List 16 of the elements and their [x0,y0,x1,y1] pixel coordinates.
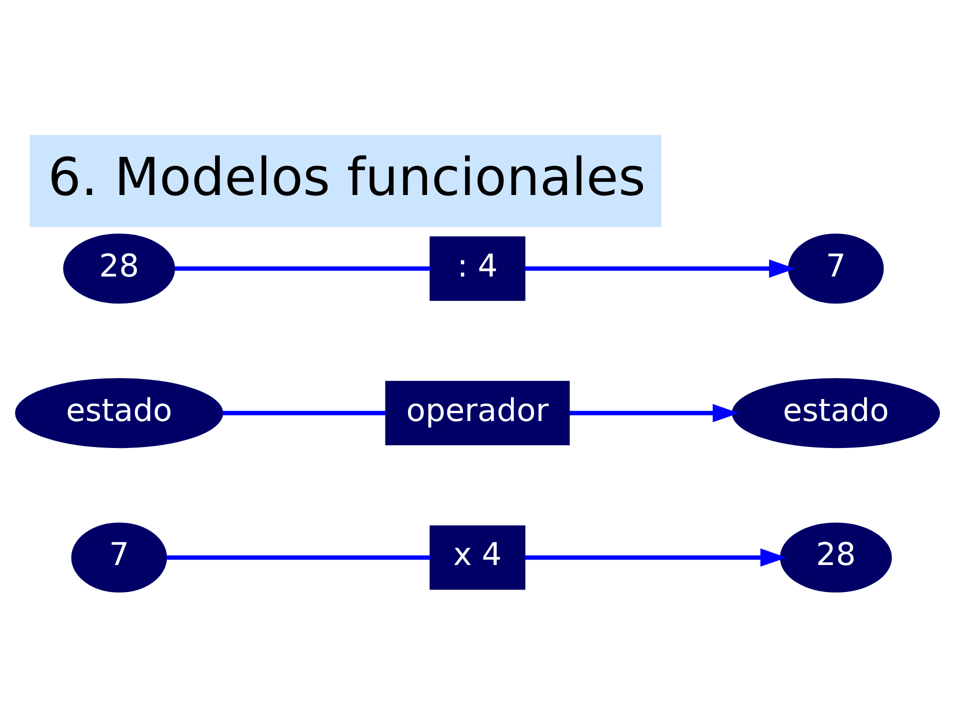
node-ellipse: estado [732,378,940,448]
connector [174,266,430,271]
node-box: operador [385,380,570,446]
connector [166,555,430,560]
node-box: x 4 [430,525,526,590]
node-ellipse: 28 [63,234,176,304]
arrow [524,548,787,567]
node-ellipse: estado [15,378,224,448]
node-box: : 4 [430,236,526,301]
arrow [524,259,796,278]
node-ellipse: 7 [788,234,884,304]
connector [222,410,386,416]
node-ellipse: 7 [71,522,167,593]
diagram-title: 6. Modelos funcionales [48,148,646,208]
arrow [569,404,739,422]
node-ellipse: 28 [780,522,892,593]
